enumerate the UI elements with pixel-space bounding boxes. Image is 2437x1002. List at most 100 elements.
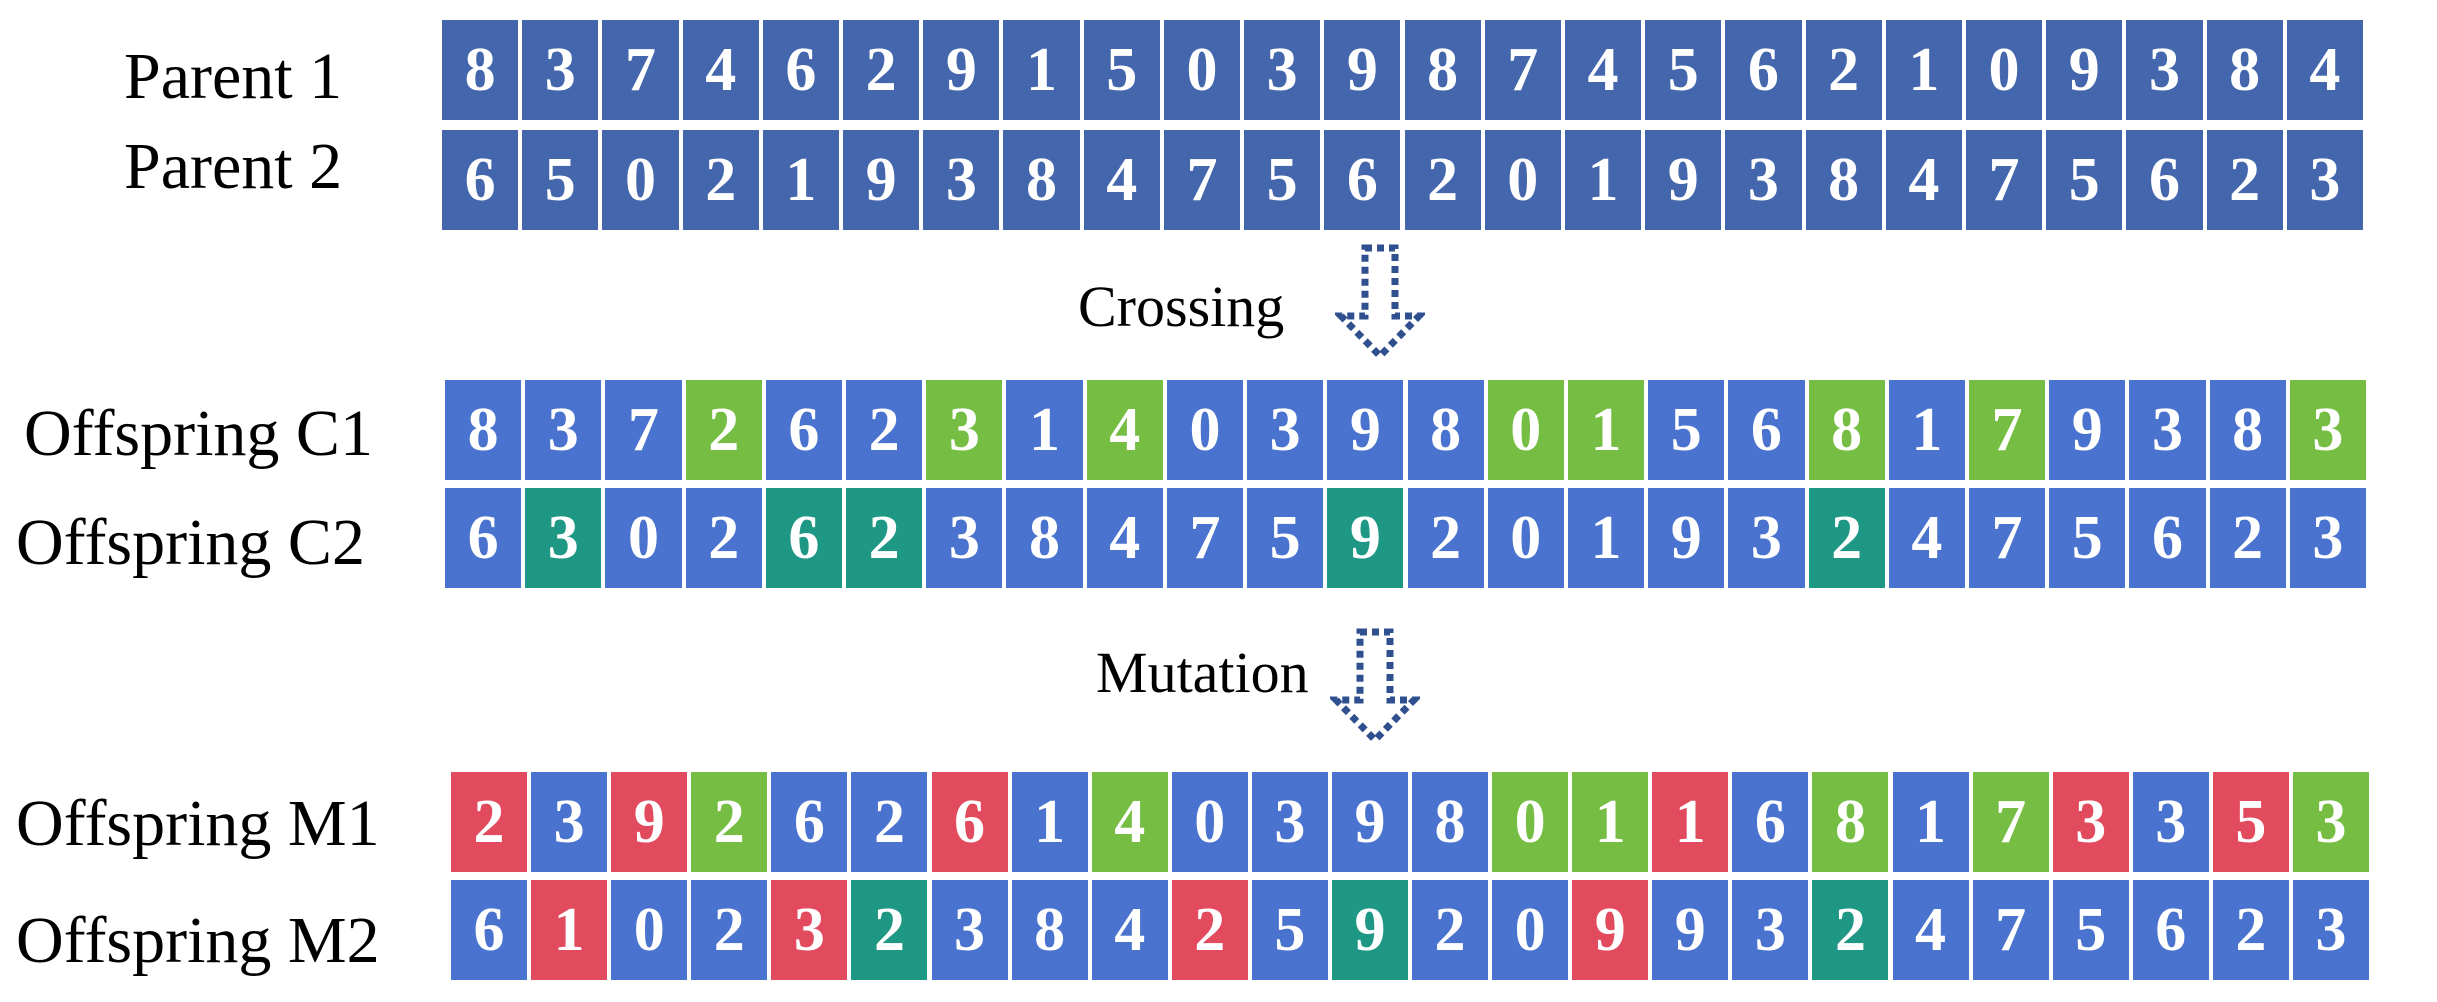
gene-cell-mutated: 5 [2212, 772, 2289, 872]
gene-cell-parent: 9 [1324, 20, 1401, 120]
gene-cell-normal: 6 [1732, 772, 1809, 872]
gene-cell-crossover: 9 [1327, 488, 1404, 588]
gene-cell-crossover: 8 [1812, 772, 1889, 872]
gene-cell-parent: 6 [2126, 130, 2203, 230]
gene-cell-mutated: 9 [611, 772, 688, 872]
row-label-offspring-m2: Offspring M2 [16, 904, 380, 977]
gene-cell-parent: 7 [1163, 130, 1241, 230]
gene-cell-normal: 3 [931, 880, 1008, 980]
gene-cell-parent: 9 [843, 130, 920, 230]
gene-cell-normal: 8 [1412, 772, 1489, 872]
gene-cell-parent: 3 [1244, 20, 1321, 120]
gene-cell-normal: 2 [846, 380, 923, 480]
gene-cell-crossover: 1 [1567, 380, 1645, 480]
gene-cell-normal: 8 [445, 380, 522, 480]
gene-cell-normal: 1 [1006, 380, 1083, 480]
gene-cell-normal: 3 [2289, 488, 2366, 588]
gene-cell-normal: 3 [2132, 772, 2209, 872]
gene-cell-parent: 1 [1564, 130, 1642, 230]
gene-cell-crossover: 3 [2292, 772, 2369, 872]
mutation-label: Mutation [1096, 640, 1309, 705]
gene-cell-normal: 5 [1247, 488, 1324, 588]
gene-cell-crossover: 4 [1091, 772, 1168, 872]
gene-cell-parent: 5 [1083, 20, 1160, 120]
gene-cell-normal: 3 [1728, 488, 1805, 588]
gene-cell-normal: 0 [1492, 880, 1569, 980]
gene-cell-parent: 0 [1484, 130, 1561, 230]
gene-cell-parent: 2 [1404, 130, 1481, 230]
gene-cell-normal: 3 [525, 380, 602, 480]
gene-cell-normal: 3 [1251, 772, 1328, 872]
crossing-arrow-icon [1335, 244, 1425, 362]
gene-cell-normal: 6 [445, 488, 522, 588]
row-label-offspring-c2: Offspring C2 [16, 506, 365, 579]
gene-cell-normal: 7 [605, 380, 682, 480]
gene-cell-normal: 4 [1091, 880, 1168, 980]
gene-cell-normal: 3 [1732, 880, 1809, 980]
gene-cell-crossover: 6 [765, 488, 843, 588]
gene-cell-normal: 6 [451, 880, 528, 980]
gene-cell-crossover: 2 [1808, 488, 1885, 588]
gene-cell-normal: 1 [1892, 772, 1969, 872]
gene-cell-crossover: 2 [846, 488, 923, 588]
gene-cell-normal: 2 [1412, 880, 1489, 980]
gene-cell-normal: 8 [1011, 880, 1088, 980]
gene-cell-normal: 7 [1972, 880, 2049, 980]
gene-cell-crossover: 4 [1086, 380, 1163, 480]
gene-cell-normal: 0 [1166, 380, 1244, 480]
gene-cell-normal: 5 [2052, 880, 2129, 980]
gene-cell-mutated: 2 [451, 772, 528, 872]
gene-cell-crossover: 7 [1968, 380, 2046, 480]
gene-cell-crossover: 9 [1331, 880, 1408, 980]
gene-cell-parent: 2 [1805, 20, 1882, 120]
gene-cell-parent: 2 [2206, 130, 2283, 230]
gene-cell-normal: 9 [1331, 772, 1408, 872]
gene-cell-normal: 6 [765, 380, 843, 480]
gene-cell-parent: 2 [682, 130, 759, 230]
gene-cell-normal: 8 [1407, 380, 1484, 480]
gene-cell-parent: 3 [1725, 130, 1802, 230]
gene-cell-parent: 0 [1965, 20, 2043, 120]
row-label-offspring-c1: Offspring C1 [24, 397, 373, 470]
gene-cell-normal: 6 [2132, 880, 2209, 980]
gene-cell-parent: 4 [1885, 130, 1962, 230]
gene-cell-crossover: 3 [525, 488, 602, 588]
gene-cell-normal: 3 [531, 772, 608, 872]
gene-cell-parent: 6 [1725, 20, 1802, 120]
gene-cell-parent: 5 [1645, 20, 1722, 120]
gene-cell-mutated: 3 [771, 880, 848, 980]
gene-cell-normal: 7 [1166, 488, 1244, 588]
gene-cell-parent: 3 [2126, 20, 2203, 120]
gene-cell-parent: 6 [762, 20, 840, 120]
gene-cell-normal: 2 [685, 488, 762, 588]
gene-cell-crossover: 3 [2289, 380, 2366, 480]
gene-cell-normal: 2 [691, 880, 768, 980]
gene-cell-parent: 8 [1805, 130, 1882, 230]
gene-cell-parent: 7 [602, 20, 679, 120]
mutation-arrow-icon [1330, 628, 1420, 746]
row-label-parent-1: Parent 1 [124, 40, 343, 113]
gene-cell-parent: 9 [2046, 20, 2123, 120]
gene-cell-parent: 7 [1965, 130, 2043, 230]
gene-cell-normal: 9 [2049, 380, 2126, 480]
gene-cell-crossover: 0 [1487, 380, 1564, 480]
gene-cell-parent: 2 [843, 20, 920, 120]
gene-cell-crossover: 1 [1572, 772, 1649, 872]
gene-cell-mutated: 6 [931, 772, 1008, 872]
gene-cell-normal: 6 [771, 772, 848, 872]
gene-cell-parent: 9 [1645, 130, 1722, 230]
gene-cell-crossover: 3 [926, 380, 1003, 480]
gene-cell-parent: 3 [522, 20, 599, 120]
gene-cell-parent: 8 [442, 20, 519, 120]
gene-cell-parent: 8 [2206, 20, 2283, 120]
gene-cell-parent: 1 [762, 130, 840, 230]
gene-cell-normal: 2 [2212, 880, 2289, 980]
gene-cell-normal: 2 [2209, 488, 2286, 588]
gene-cell-crossover: 2 [1812, 880, 1889, 980]
gene-cell-parent: 0 [1163, 20, 1241, 120]
gene-cell-normal: 9 [1327, 380, 1404, 480]
gene-cell-normal: 5 [1648, 380, 1725, 480]
